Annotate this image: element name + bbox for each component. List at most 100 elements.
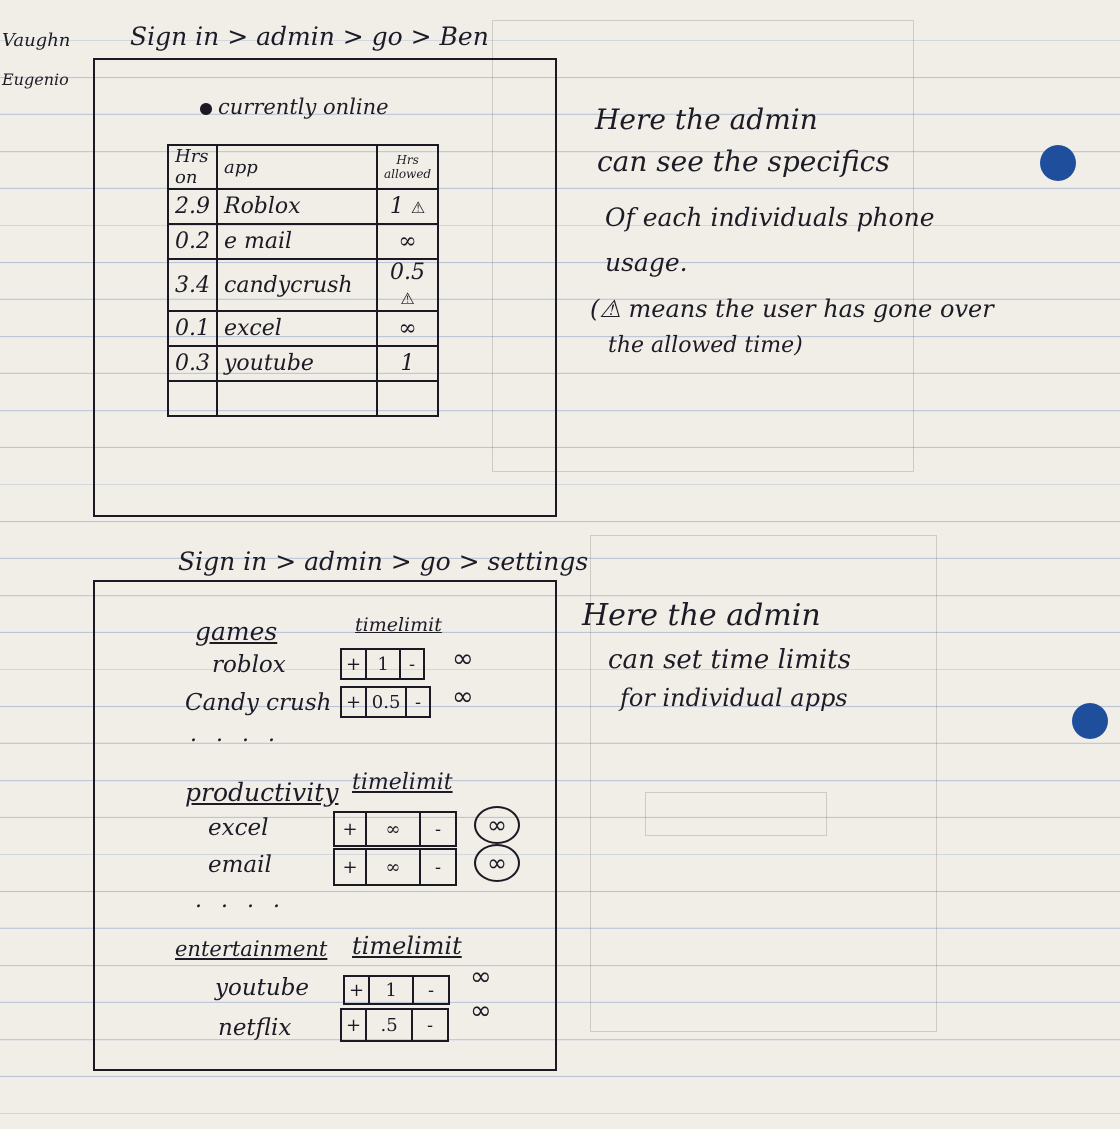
screen1-note-line-5: (⚠ means the user has gone over: [590, 295, 994, 323]
bleed-through-frame-top: [492, 20, 914, 472]
unlimited-toggle-selected[interactable]: ∞: [474, 844, 520, 882]
screen1-note-line-4: usage.: [605, 248, 688, 277]
roblox-limit-stepper[interactable]: + 1 -: [340, 648, 426, 680]
table-row[interactable]: 0.1 excel ∞: [167, 310, 440, 347]
screen2-note-line-2: can set time limits: [608, 645, 851, 675]
unlimited-toggle[interactable]: ∞: [452, 682, 474, 712]
limit-value: 0.5: [367, 688, 408, 716]
screen2-note-line-3: for individual apps: [620, 684, 848, 712]
allowed-cell: 0.5 ⚠: [375, 258, 440, 312]
decrease-button[interactable]: -: [427, 1014, 434, 1036]
author-first-name: Vaughn: [2, 30, 71, 51]
allowed-cell: ∞: [375, 223, 440, 260]
timelimit-label-entertainment: timelimit: [352, 932, 462, 960]
more-games-ellipsis: . . . .: [190, 722, 281, 747]
app-name-excel: excel: [208, 815, 269, 841]
app-header: app: [216, 144, 378, 190]
screen1-breadcrumb: Sign in > admin > go > Ben: [130, 22, 489, 51]
table-row[interactable]: 3.4 candycrush 0.5 ⚠: [167, 258, 440, 312]
binder-hole-top: [1040, 145, 1076, 181]
category-entertainment: entertainment: [175, 937, 328, 961]
limit-value: ∞: [367, 813, 421, 845]
warning-icon: ⚠: [400, 289, 415, 308]
empty-cell: [167, 380, 218, 417]
netflix-limit-stepper[interactable]: + .5 -: [340, 1008, 450, 1042]
more-productivity-ellipsis: . . . .: [195, 888, 286, 913]
screen1-frame: [93, 58, 557, 517]
decrease-button[interactable]: -: [409, 653, 416, 675]
table-row-empty: [167, 380, 440, 417]
bleed-through-frame-bottom: [590, 535, 937, 1032]
unlimited-toggle[interactable]: ∞: [452, 644, 474, 674]
table-header-row: Hrs on app Hrs allowed: [167, 144, 440, 190]
screen2-note-line-1: Here the admin: [582, 598, 821, 633]
screen1-note-line-1: Here the admin: [595, 103, 818, 136]
app-usage-table: Hrs on app Hrs allowed 2.9 Roblox 1 ⚠ 0.…: [167, 144, 440, 417]
author-last-name: Eugenio: [2, 70, 69, 89]
hrs-on-cell: 2.9: [167, 188, 218, 225]
limit-value: ∞: [367, 850, 421, 884]
binder-hole-bottom: [1072, 703, 1108, 739]
table-row[interactable]: 0.3 youtube 1: [167, 345, 440, 382]
app-cell: youtube: [216, 345, 378, 382]
hrs-on-header: Hrs on: [167, 144, 218, 190]
candy-crush-limit-stepper[interactable]: + 0.5 -: [340, 686, 432, 718]
screen1-note-line-6: the allowed time): [608, 333, 803, 358]
empty-cell: [216, 380, 378, 417]
limit-value: .5: [367, 1010, 414, 1040]
app-name-roblox: roblox: [212, 652, 286, 678]
unlimited-toggle[interactable]: ∞: [470, 996, 492, 1026]
allowed-cell: 1: [375, 345, 440, 382]
online-dot-icon: [200, 102, 212, 115]
app-cell: excel: [216, 310, 378, 347]
table-row[interactable]: 0.2 e mail ∞: [167, 223, 440, 260]
increase-button[interactable]: +: [342, 688, 368, 716]
online-status-label: currently online: [218, 95, 389, 119]
decrease-button[interactable]: -: [434, 818, 442, 840]
increase-button[interactable]: +: [342, 650, 368, 678]
online-status: currently online: [200, 95, 389, 119]
app-name-email: email: [208, 852, 272, 878]
app-name-netflix: netflix: [218, 1015, 292, 1041]
allowed-value: 1: [389, 194, 404, 219]
decrease-button[interactable]: -: [415, 691, 422, 713]
allowed-cell: ∞: [375, 310, 440, 347]
app-name-candy-crush: Candy crush: [185, 690, 332, 716]
bleed-through-field: [645, 792, 827, 836]
hrs-allowed-header: Hrs allowed: [375, 144, 440, 190]
allowed-cell: 1 ⚠: [375, 188, 440, 225]
increase-button[interactable]: +: [342, 1010, 368, 1040]
email-limit-stepper[interactable]: + ∞ -: [333, 848, 457, 886]
unlimited-toggle-selected[interactable]: ∞: [474, 806, 520, 844]
increase-button[interactable]: +: [335, 813, 367, 845]
screen1-note-line-2: can see the specifics: [597, 145, 890, 178]
decrease-button[interactable]: -: [428, 979, 435, 1001]
allowed-value: 0.5: [390, 260, 426, 285]
screen2-frame: [93, 580, 557, 1071]
app-cell: e mail: [216, 223, 378, 260]
youtube-limit-stepper[interactable]: + 1 -: [343, 975, 451, 1005]
category-productivity: productivity: [185, 778, 339, 807]
increase-button[interactable]: +: [345, 977, 371, 1003]
increase-button[interactable]: +: [335, 850, 367, 884]
empty-cell: [375, 380, 440, 417]
timelimit-label-games: timelimit: [355, 614, 442, 636]
hrs-on-cell: 3.4: [167, 258, 218, 312]
decrease-button[interactable]: -: [434, 856, 442, 878]
hrs-on-cell: 0.3: [167, 345, 218, 382]
screen2-breadcrumb: Sign in > admin > go > settings: [178, 547, 589, 576]
app-cell: candycrush: [216, 258, 378, 312]
timelimit-label-productivity: timelimit: [352, 770, 453, 795]
app-cell: Roblox: [216, 188, 378, 225]
limit-value: 1: [367, 650, 402, 678]
category-games: games: [195, 617, 278, 646]
app-name-youtube: youtube: [215, 975, 310, 1001]
limit-value: 1: [370, 977, 415, 1003]
warning-icon: ⚠: [410, 198, 426, 217]
unlimited-toggle[interactable]: ∞: [470, 962, 492, 992]
screen1-note-line-3: Of each individuals phone: [605, 203, 935, 232]
hrs-on-cell: 0.1: [167, 310, 218, 347]
table-row[interactable]: 2.9 Roblox 1 ⚠: [167, 188, 440, 225]
hrs-on-cell: 0.2: [167, 223, 218, 260]
excel-limit-stepper[interactable]: + ∞ -: [333, 811, 457, 847]
